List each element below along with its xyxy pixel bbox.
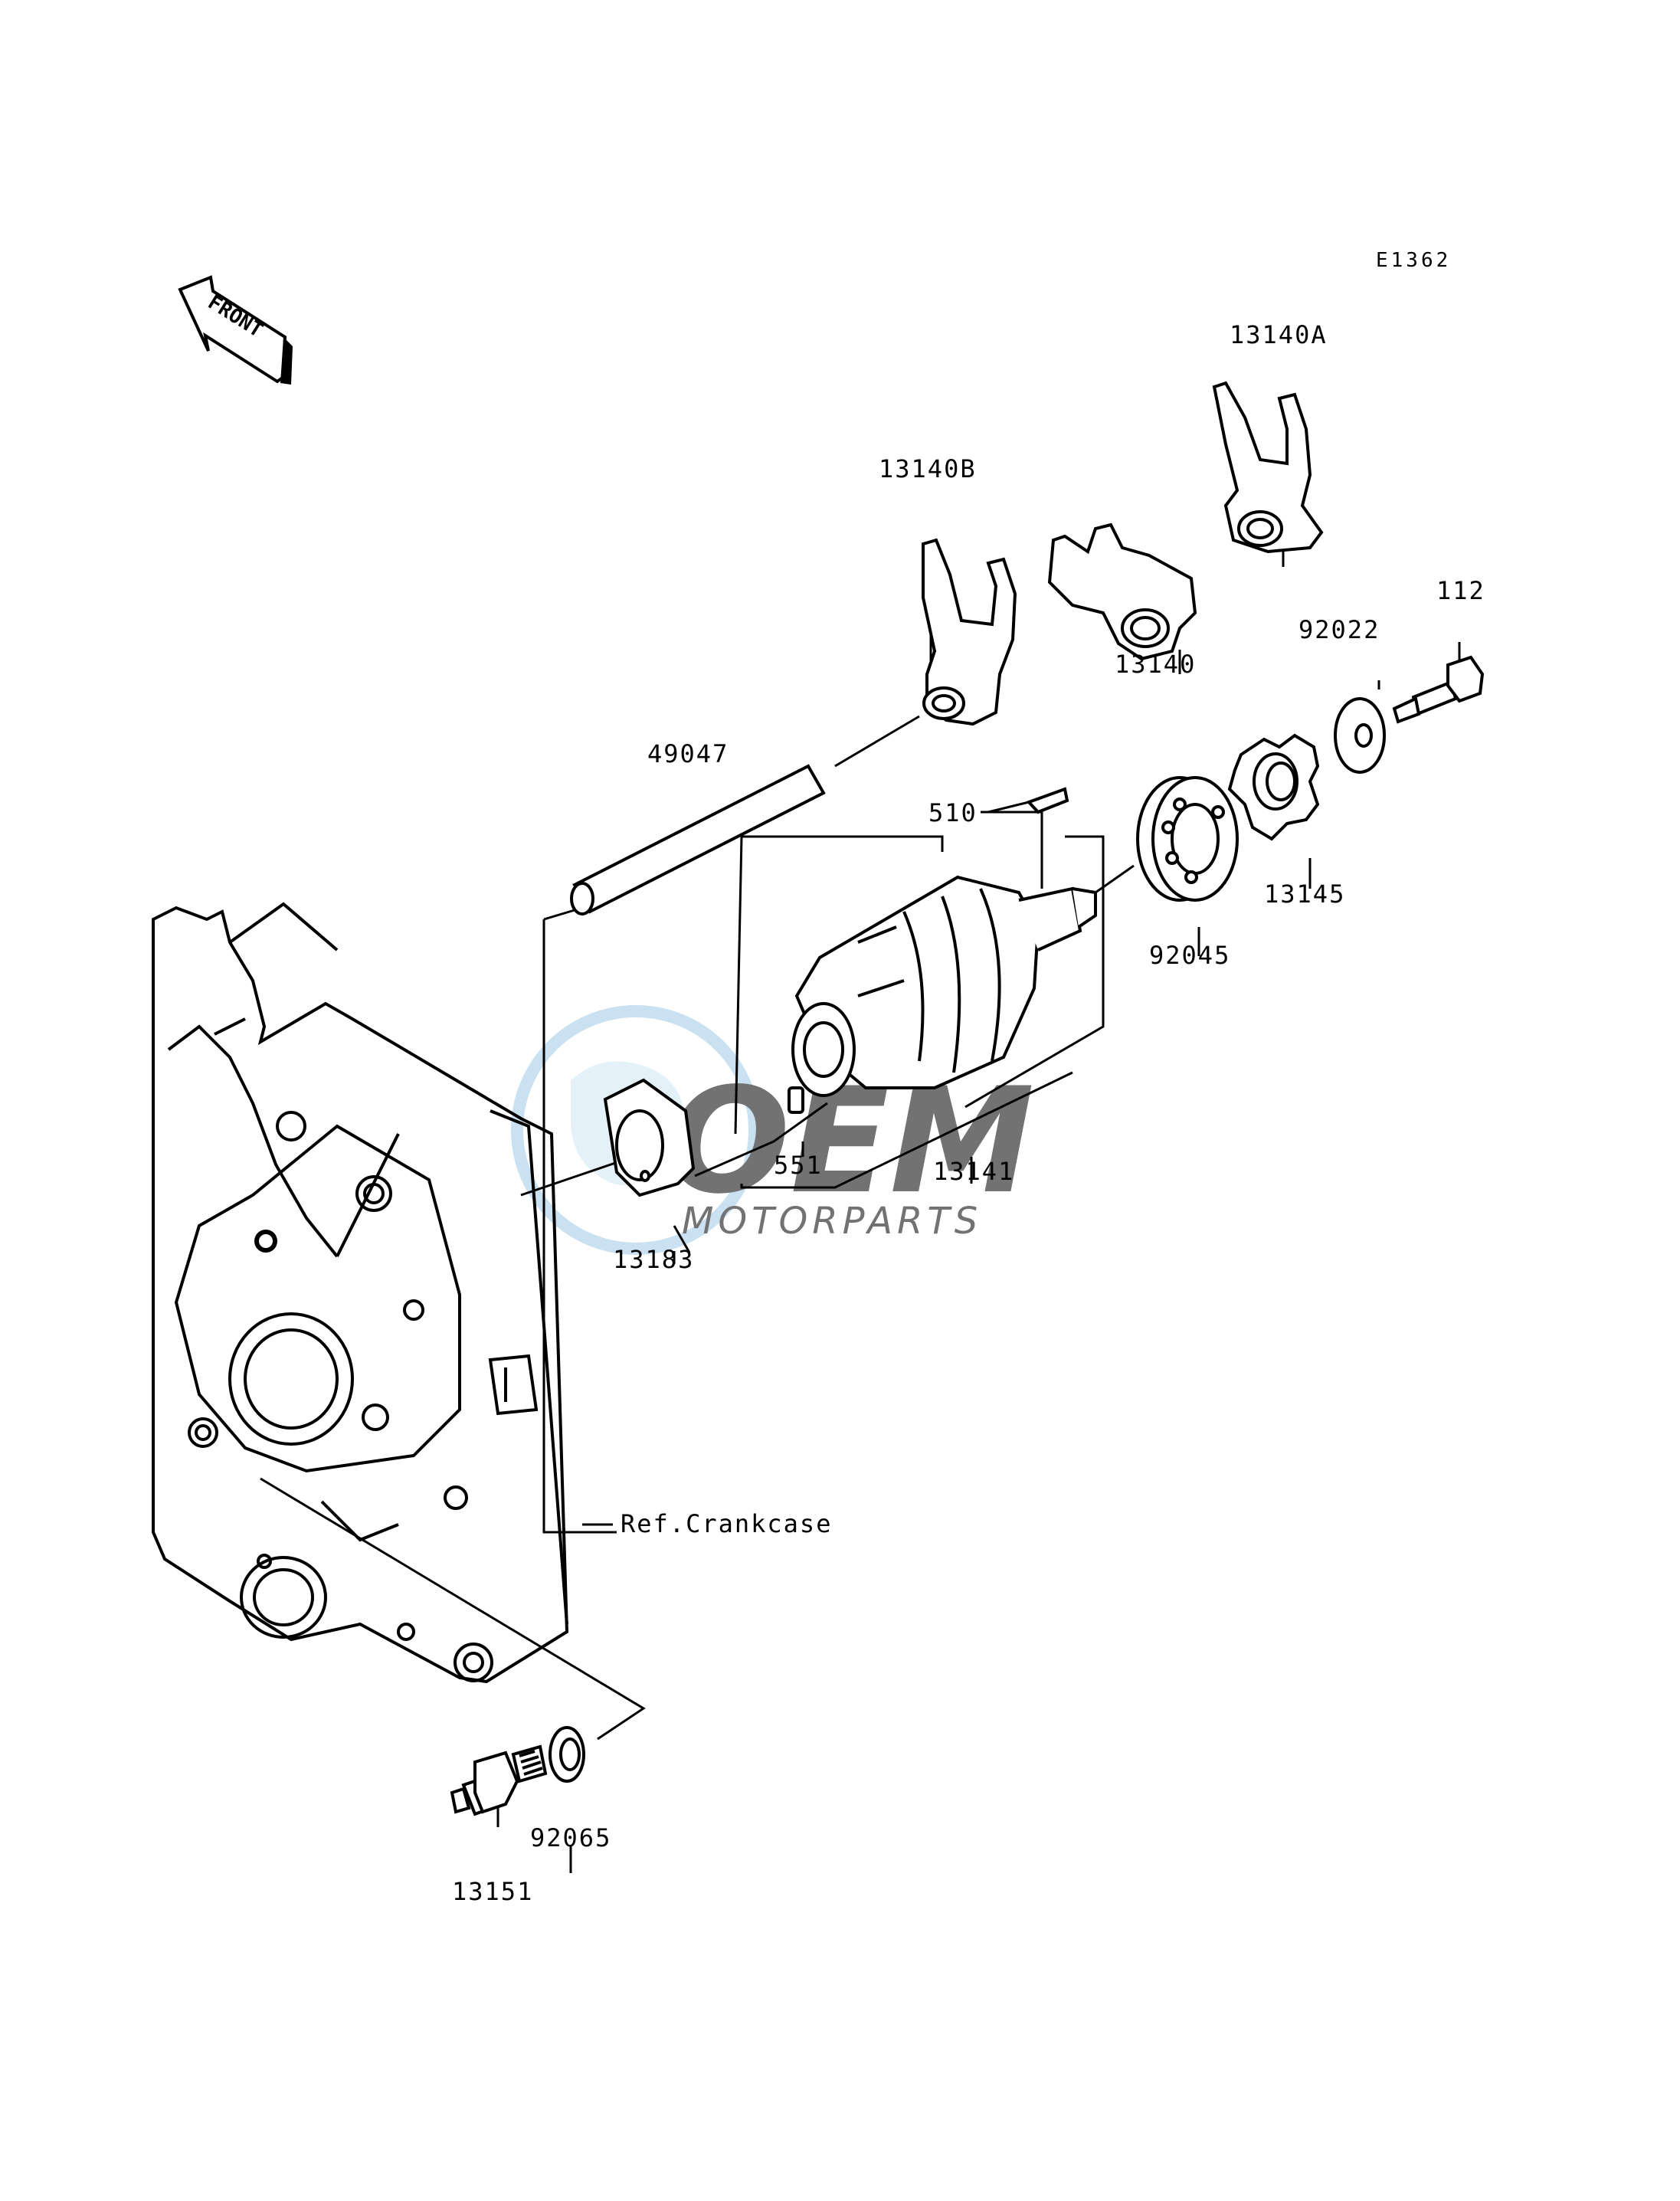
label-13141: 13141	[933, 1157, 1014, 1186]
label-13151: 13151	[452, 1877, 533, 1906]
bolt-112	[1392, 655, 1485, 724]
shaft-49047	[570, 764, 826, 915]
star-13145	[1227, 733, 1320, 841]
label-92065: 92065	[530, 1823, 611, 1852]
fork-13140	[1047, 522, 1197, 661]
drum-13141	[791, 875, 1097, 1097]
label-13140: 13140	[1115, 650, 1196, 679]
label-49047: 49047	[647, 739, 729, 768]
pin-551	[788, 1086, 804, 1114]
label-13140b: 13140B	[879, 454, 977, 483]
label-92022: 92022	[1298, 615, 1380, 644]
key-510	[1026, 787, 1069, 814]
part-labels: 13140A 13140B 13140 112 92022 49047 510 …	[452, 320, 1485, 1906]
label-92045: 92045	[1149, 941, 1230, 970]
watermark-sub: MOTORPARTS	[682, 1200, 982, 1243]
label-13140a: 13140A	[1230, 320, 1328, 349]
diagram-code: E1362	[1376, 249, 1451, 272]
label-ref-crankcase: Ref.Crankcase	[621, 1509, 832, 1538]
front-arrow-icon: FRONT	[178, 275, 293, 385]
fork-13140a	[1212, 381, 1324, 554]
plate-13183	[603, 1078, 696, 1197]
washer-92022	[1334, 697, 1386, 774]
label-13145: 13145	[1264, 879, 1345, 909]
crankcase-drawing	[152, 902, 569, 1684]
watermark-brand: OEM	[666, 1056, 1034, 1226]
fork-13140b	[922, 538, 1017, 726]
label-510: 510	[928, 798, 978, 827]
label-13183: 13183	[613, 1245, 694, 1274]
label-112: 112	[1436, 576, 1485, 605]
washer-92065	[549, 1726, 585, 1783]
label-551: 551	[774, 1151, 823, 1180]
switch-13151	[450, 1744, 548, 1816]
bearing-92045	[1136, 776, 1239, 902]
